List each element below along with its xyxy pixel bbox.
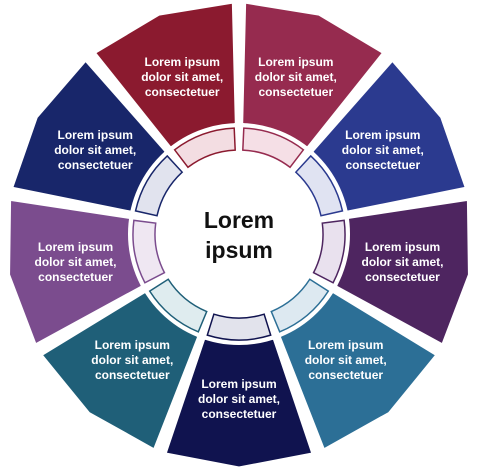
segment-label-5-line-1: Lorem ipsum <box>201 377 276 391</box>
center-title-line-2: ipsum <box>205 237 273 263</box>
segment-label-4-line-3: consectetuer <box>308 368 383 382</box>
segment-label-8-line-2: dolor sit amet, <box>54 143 136 157</box>
segment-label-5-line-2: dolor sit amet, <box>198 392 280 406</box>
segment-label-9-line-1: Lorem ipsum <box>145 55 220 69</box>
segment-label-2-line-3: consectetuer <box>345 158 420 172</box>
segment-label-3-line-2: dolor sit amet, <box>361 255 443 269</box>
segment-label-5-line-3: consectetuer <box>202 407 277 421</box>
band-segment-8 <box>134 154 184 217</box>
separator-ring <box>128 123 350 345</box>
band-segment-1 <box>242 127 305 169</box>
segment-label-6-line-3: consectetuer <box>95 368 170 382</box>
band-segment-5 <box>206 313 272 341</box>
segment-label-8-line-1: Lorem ipsum <box>58 128 133 142</box>
segment-label-4-line-2: dolor sit amet, <box>305 353 387 367</box>
segment-label-9-line-2: dolor sit amet, <box>141 70 223 84</box>
segment-label-3-line-3: consectetuer <box>365 270 440 284</box>
outer-ring <box>7 0 471 468</box>
segment-label-1-line-3: consectetuer <box>258 85 333 99</box>
band-segment-4 <box>270 278 330 333</box>
band-segment-7 <box>132 219 166 284</box>
center-hub <box>159 154 319 314</box>
segment-label-2-line-1: Lorem ipsum <box>345 128 420 142</box>
segment-label-9-line-3: consectetuer <box>145 85 220 99</box>
segment-label-2-line-2: dolor sit amet, <box>342 143 424 157</box>
segment-label-8-line-3: consectetuer <box>58 158 133 172</box>
band-segment-9 <box>173 127 236 169</box>
segment-label-1-line-1: Lorem ipsum <box>258 55 333 69</box>
segment-label-1-line-2: dolor sit amet, <box>255 70 337 84</box>
segment-label-7-line-3: consectetuer <box>38 270 113 284</box>
band-segment-2 <box>294 154 344 217</box>
segment-label-3-line-1: Lorem ipsum <box>365 240 440 254</box>
band-segment-6 <box>148 278 208 333</box>
segment-label-6-line-1: Lorem ipsum <box>95 338 170 352</box>
inner-band-ring <box>132 127 346 341</box>
segment-label-4-line-1: Lorem ipsum <box>308 338 383 352</box>
segment-label-7-line-1: Lorem ipsum <box>38 240 113 254</box>
segment-label-6-line-2: dolor sit amet, <box>91 353 173 367</box>
center-title-line-1: Lorem <box>204 207 274 233</box>
band-segment-3 <box>312 219 346 284</box>
segment-label-7-line-2: dolor sit amet, <box>34 255 116 269</box>
